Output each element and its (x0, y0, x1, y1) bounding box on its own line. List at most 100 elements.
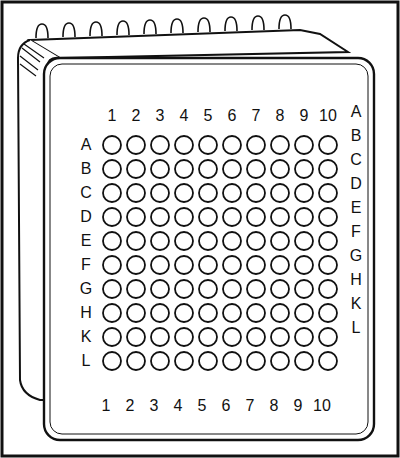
led (223, 232, 241, 250)
led (103, 328, 121, 346)
pin (63, 23, 75, 37)
led (223, 280, 241, 298)
led (151, 208, 169, 226)
column-number: 9 (294, 398, 303, 414)
led (127, 256, 145, 274)
led (295, 184, 313, 202)
led (199, 160, 217, 178)
led (271, 208, 289, 226)
row-letter: C (80, 185, 92, 201)
led (151, 232, 169, 250)
led (199, 136, 217, 154)
column-number: 6 (228, 108, 237, 124)
led (271, 352, 289, 370)
led (295, 208, 313, 226)
led (295, 232, 313, 250)
row-letter: E (351, 200, 362, 216)
led (175, 208, 193, 226)
column-number: 1 (108, 108, 117, 124)
led (127, 280, 145, 298)
led (319, 352, 337, 370)
led (319, 304, 337, 322)
led (103, 136, 121, 154)
led (127, 304, 145, 322)
row-letter: A (351, 104, 362, 120)
row-letter: A (81, 137, 92, 153)
column-number: 8 (270, 398, 279, 414)
led (247, 328, 265, 346)
led (127, 232, 145, 250)
housing-top (30, 30, 348, 58)
pin (117, 21, 129, 35)
led (199, 184, 217, 202)
led (319, 208, 337, 226)
led (271, 160, 289, 178)
led (247, 256, 265, 274)
led (199, 280, 217, 298)
led (247, 160, 265, 178)
pin (36, 24, 48, 38)
pin (198, 18, 210, 32)
led (103, 256, 121, 274)
led (199, 304, 217, 322)
led (151, 304, 169, 322)
row-letter: B (351, 128, 362, 144)
led (223, 256, 241, 274)
column-number: 2 (132, 108, 141, 124)
led (199, 328, 217, 346)
led (151, 280, 169, 298)
led (223, 160, 241, 178)
column-number: 2 (126, 398, 135, 414)
led (247, 280, 265, 298)
led (247, 136, 265, 154)
led (175, 232, 193, 250)
led (127, 352, 145, 370)
column-number: 7 (252, 108, 261, 124)
led (175, 136, 193, 154)
column-number: 4 (174, 398, 183, 414)
led (127, 208, 145, 226)
row-letter: G (350, 248, 362, 264)
led (151, 136, 169, 154)
led (103, 184, 121, 202)
pin (171, 19, 183, 33)
led (151, 256, 169, 274)
led (295, 160, 313, 178)
pin (144, 20, 156, 34)
led (223, 184, 241, 202)
led (295, 352, 313, 370)
column-number: 3 (150, 398, 159, 414)
led (271, 304, 289, 322)
row-letter: E (81, 233, 92, 249)
front-bezel (50, 64, 368, 434)
led (271, 232, 289, 250)
column-number: 5 (198, 398, 207, 414)
led (223, 208, 241, 226)
led (223, 328, 241, 346)
column-number: 10 (313, 398, 331, 414)
pin (252, 16, 264, 30)
led (103, 280, 121, 298)
led (199, 208, 217, 226)
row-letter: D (350, 176, 362, 192)
led (271, 256, 289, 274)
led (199, 232, 217, 250)
row-letter: L (352, 320, 361, 336)
row-letter: B (81, 161, 92, 177)
row-letter: H (80, 305, 92, 321)
row-letter: D (80, 209, 92, 225)
led (271, 184, 289, 202)
pin (90, 22, 102, 36)
led (223, 136, 241, 154)
led (175, 280, 193, 298)
led (271, 136, 289, 154)
column-number: 3 (156, 108, 165, 124)
pin (225, 17, 237, 31)
led (175, 256, 193, 274)
column-number: 7 (246, 398, 255, 414)
column-number: 9 (300, 108, 309, 124)
led (295, 136, 313, 154)
led (103, 352, 121, 370)
